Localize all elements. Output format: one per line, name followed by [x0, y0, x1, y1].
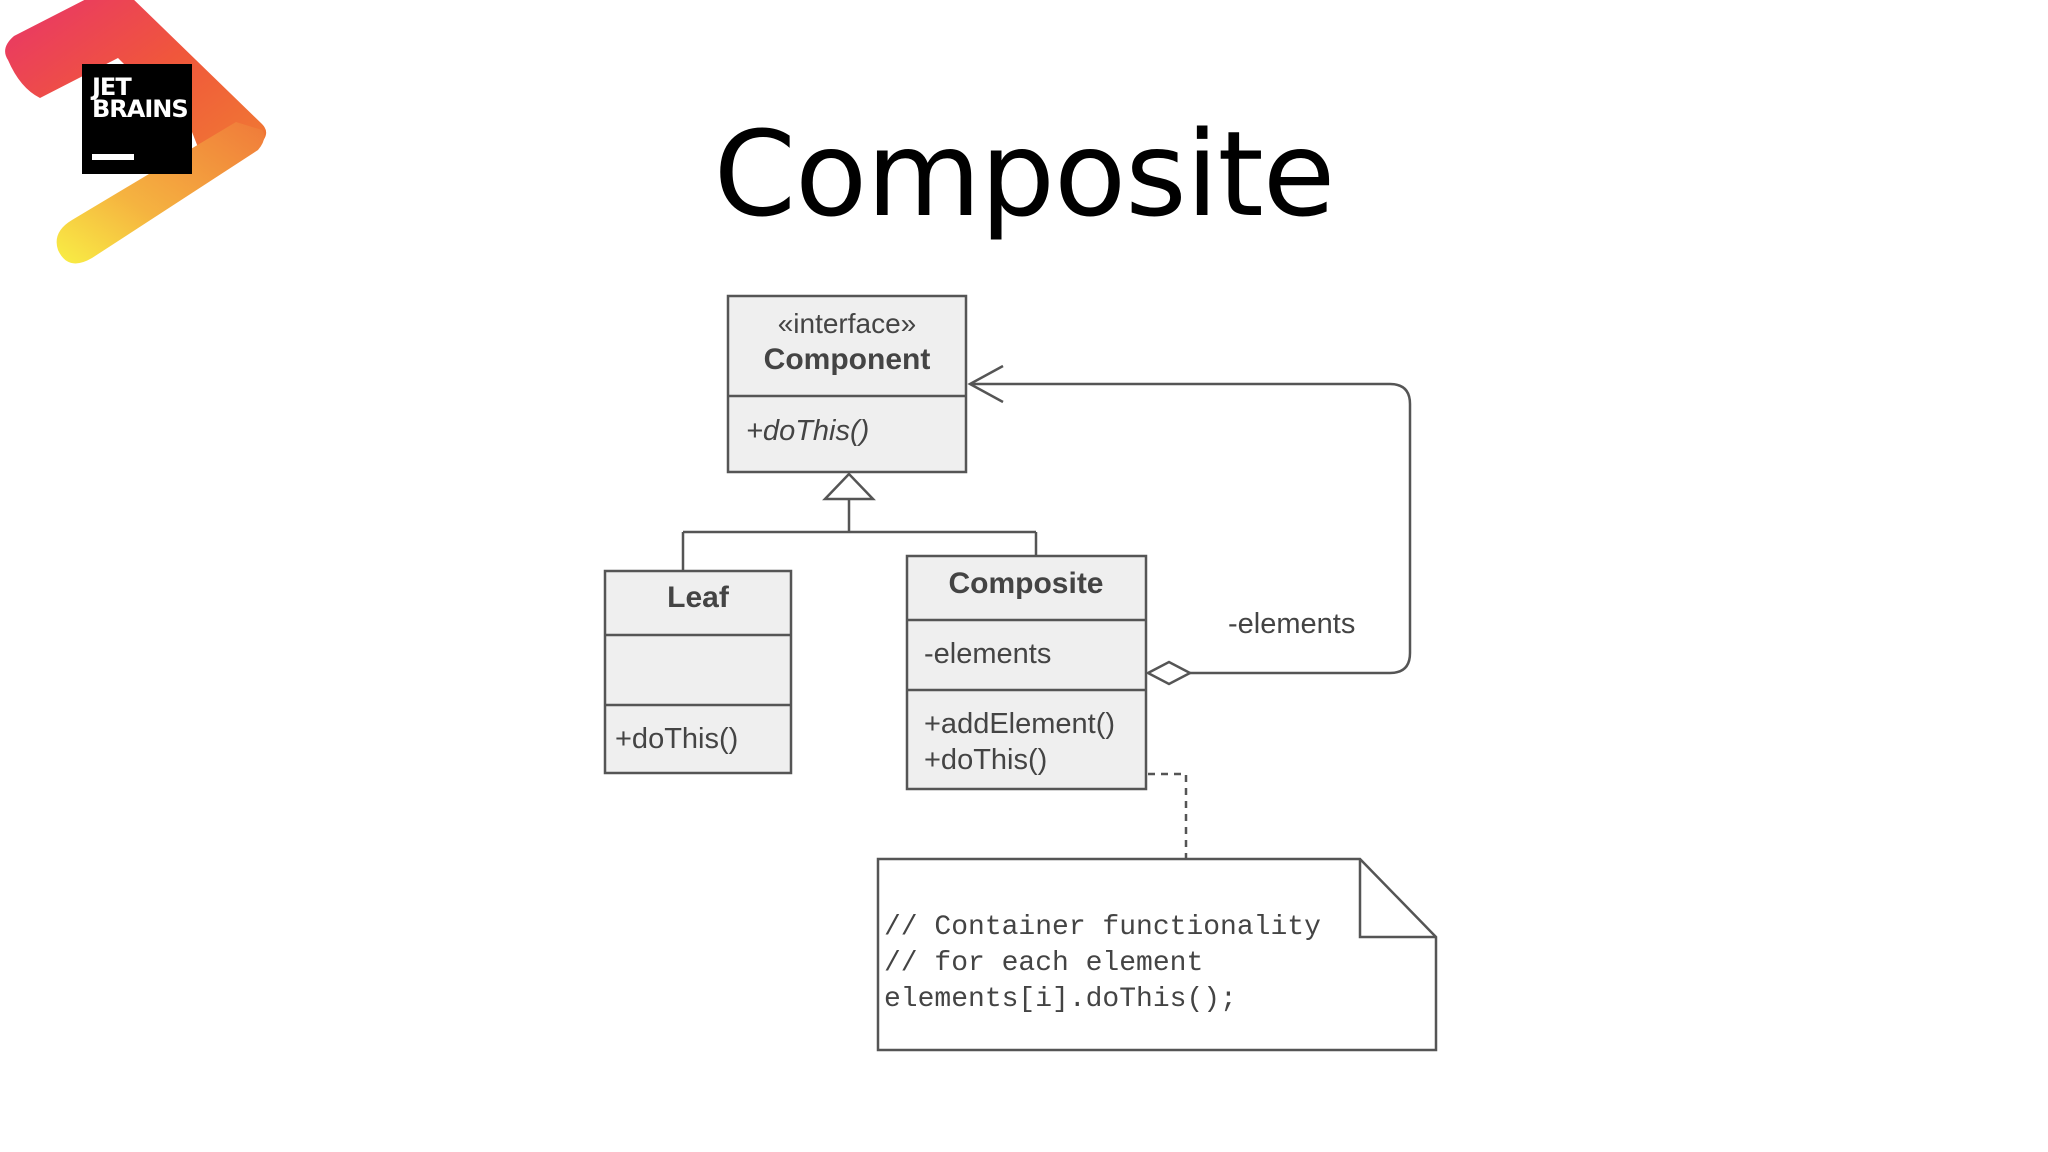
- aggregation-diamond: [1145, 660, 1193, 686]
- slide-title: Composite: [713, 105, 1336, 243]
- note-line-3: elements[i].doThis();: [884, 984, 1237, 1015]
- leaf-name: Leaf: [667, 581, 730, 614]
- aggregation-arrowhead: [967, 364, 1004, 404]
- logo-text-line2: BRAINS: [92, 95, 189, 123]
- jetbrains-logo-shape: [5, 0, 267, 264]
- component-operation: +doThis(): [746, 415, 869, 447]
- composite-name: Composite: [948, 567, 1103, 600]
- jetbrains-logo: JET BRAINS: [0, 0, 280, 280]
- note-line-2: // for each element: [884, 948, 1203, 979]
- logo-text-line1: JET: [92, 73, 132, 101]
- note-box: [876, 857, 1438, 1052]
- aggregation-line: [970, 382, 1412, 675]
- component-class: «interface» Component +doThis(): [726, 294, 968, 474]
- component-name: Component: [764, 343, 931, 376]
- note-connector: [1148, 772, 1188, 859]
- aggregation-label: -elements: [1228, 608, 1355, 640]
- composite-operation-add: +addElement(): [924, 708, 1115, 740]
- composite-operation-do: +doThis(): [924, 744, 1047, 776]
- component-box: [726, 294, 968, 474]
- leaf-box: [603, 569, 793, 775]
- leaf-operation: +doThis(): [615, 723, 738, 755]
- note-line-1: // Container functionality: [884, 912, 1321, 943]
- composite-box: [905, 554, 1148, 791]
- note-fold: [1358, 859, 1436, 939]
- aggregation-connector: -elements: [967, 364, 1412, 686]
- generalization-connector: [681, 472, 1038, 571]
- inheritance-triangle: [822, 472, 876, 501]
- composite-attribute: -elements: [924, 638, 1051, 670]
- note: // Container functionality // for each e…: [876, 857, 1438, 1052]
- component-stereotype: «interface»: [778, 308, 917, 339]
- composite-class: Composite -elements +addElement() +doThi…: [905, 554, 1148, 791]
- leaf-class: Leaf +doThis(): [603, 569, 793, 775]
- logo-wordmark: JET BRAINS: [92, 73, 189, 123]
